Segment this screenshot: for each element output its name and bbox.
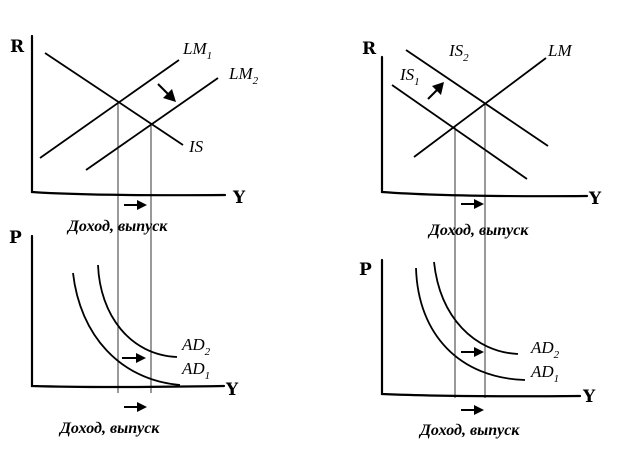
is-label: IS [188, 137, 204, 156]
left-bottom-x-axis-label: Y [225, 380, 239, 400]
left-bottom-caption: Доход, выпуск [58, 420, 160, 437]
is-curve [44, 52, 184, 146]
lm1-curve [39, 59, 180, 159]
lm-curve [413, 57, 547, 158]
ad2-curve-right [433, 261, 519, 355]
ad-shift-arrow-icon [122, 353, 146, 363]
left-bottom-income-arrow-icon [124, 402, 147, 412]
left-top-caption: Доход, выпуск [66, 218, 168, 235]
left-bottom-graph: P Y AD2 AD1 Доход, выпуск [9, 228, 239, 437]
left-top-graph: R Y LM1 LM2 IS Доход, выпуск [10, 34, 259, 235]
ad1-label-right: AD1 [530, 362, 559, 385]
left-top-income-arrow-icon [124, 200, 147, 210]
right-top-axes [380, 55, 589, 198]
ad1-curve-right [415, 267, 526, 381]
left-top-axes [30, 34, 227, 197]
ad1-label: AD1 [181, 359, 210, 382]
right-bottom-y-axis-label: P [359, 260, 372, 280]
right-top-income-arrow-icon [461, 199, 484, 209]
right-top-y-axis-label: R [362, 39, 377, 59]
is-shift-arrow-icon [427, 82, 444, 100]
lm-shift-arrow-icon [157, 83, 176, 102]
is2-label: IS2 [448, 41, 469, 64]
is1-curve [391, 84, 528, 180]
left-top-y-axis-label: R [10, 37, 25, 57]
lm1-label: LM1 [182, 39, 212, 62]
right-bottom-income-arrow-icon [461, 405, 484, 415]
ad2-label: AD2 [181, 335, 211, 358]
lm-label: LM [547, 41, 572, 60]
right-top-x-axis-label: Y [588, 189, 602, 209]
is1-label: IS1 [399, 65, 420, 88]
right-bottom-caption: Доход, выпуск [418, 422, 520, 439]
left-bottom-axes [30, 234, 226, 389]
right-bottom-x-axis-label: Y [582, 387, 596, 407]
ad2-label-right: AD2 [530, 338, 560, 361]
right-top-caption: Доход, выпуск [427, 222, 529, 239]
lm2-label: LM2 [228, 64, 259, 87]
ad-shift-arrow-icon-right [461, 347, 484, 357]
lm2-curve [85, 77, 219, 171]
right-bottom-graph: P Y AD2 AD1 Доход, выпуск [359, 258, 596, 439]
ad2-curve [97, 264, 178, 358]
is2-curve [405, 49, 549, 147]
right-bottom-axes [380, 258, 582, 398]
ad1-curve [72, 272, 181, 386]
left-top-x-axis-label: Y [232, 188, 246, 208]
right-top-graph: R Y IS2 IS1 LM Доход, выпуск [362, 39, 602, 239]
left-bottom-y-axis-label: P [9, 228, 22, 248]
